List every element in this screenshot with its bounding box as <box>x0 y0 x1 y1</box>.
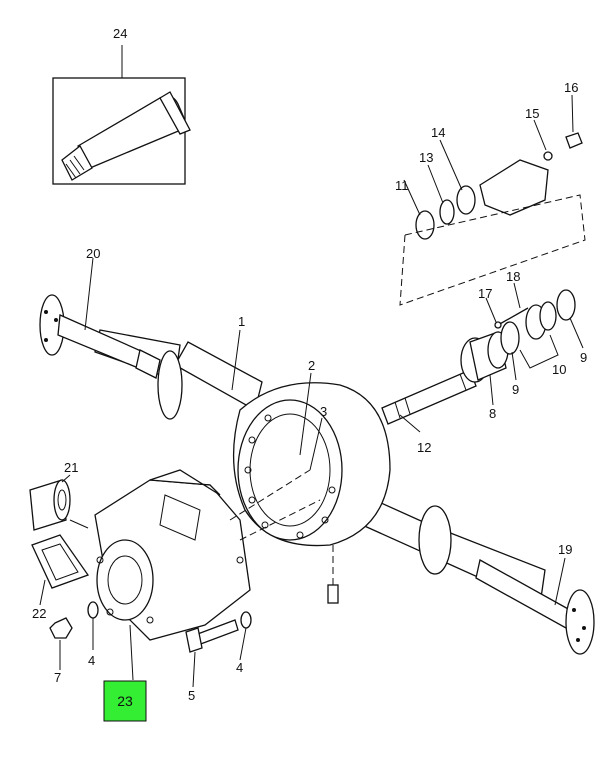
differential-carrier <box>94 469 251 641</box>
callout-12: 12 <box>417 440 431 455</box>
callout-23[interactable]: 23 <box>117 693 133 709</box>
washer-4-left <box>87 601 99 619</box>
callout-10: 10 <box>552 362 566 377</box>
callout-15: 15 <box>525 106 539 121</box>
pinion-carrier <box>460 331 509 383</box>
callout-5: 5 <box>188 688 195 703</box>
leader-lines <box>39 94 584 688</box>
yoke-assembly <box>415 132 583 240</box>
callout-22: 22 <box>32 606 46 621</box>
highlight-box-23[interactable] <box>103 680 147 722</box>
callout-8: 8 <box>489 406 496 421</box>
callout-17: 17 <box>478 286 492 301</box>
callout-16: 16 <box>564 80 578 95</box>
callout-11: 11 <box>395 178 409 193</box>
callout-24: 24 <box>113 26 127 41</box>
callout-9-right: 9 <box>580 350 587 365</box>
callout-21: 21 <box>64 460 78 475</box>
gasket-plate <box>31 534 90 589</box>
washer-4-right <box>240 611 252 629</box>
drain-plug <box>327 545 339 604</box>
highlight-23[interactable]: 23 <box>103 680 147 722</box>
callout-4-left: 4 <box>88 653 95 668</box>
breather-cap <box>29 479 89 531</box>
yoke-group-dashed-outline <box>399 194 586 306</box>
callout-4-right: 4 <box>236 660 243 675</box>
callout-13: 13 <box>419 150 433 165</box>
callout-labels: 24 1 2 3 4 4 5 7 8 9 9 10 11 12 13 14 15… <box>32 26 587 703</box>
bolt-17-18 <box>494 307 529 329</box>
callout-20: 20 <box>86 246 100 261</box>
callout-7: 7 <box>54 670 61 685</box>
pinion-bearings <box>500 289 576 355</box>
nut-7 <box>49 617 73 639</box>
left-axle-shaft <box>39 294 161 379</box>
callout-9-center: 9 <box>512 382 519 397</box>
callout-3: 3 <box>320 404 327 419</box>
sealant-tube-icon <box>61 91 191 181</box>
sealant-tube-box <box>52 45 191 185</box>
bolt-5 <box>185 619 239 653</box>
pinion-shaft <box>381 369 477 425</box>
callout-14: 14 <box>431 125 445 140</box>
callout-2: 2 <box>308 358 315 373</box>
callout-1: 1 <box>238 314 245 329</box>
callout-18: 18 <box>506 269 520 284</box>
callout-19: 19 <box>558 542 572 557</box>
right-axle-shaft <box>475 559 595 655</box>
